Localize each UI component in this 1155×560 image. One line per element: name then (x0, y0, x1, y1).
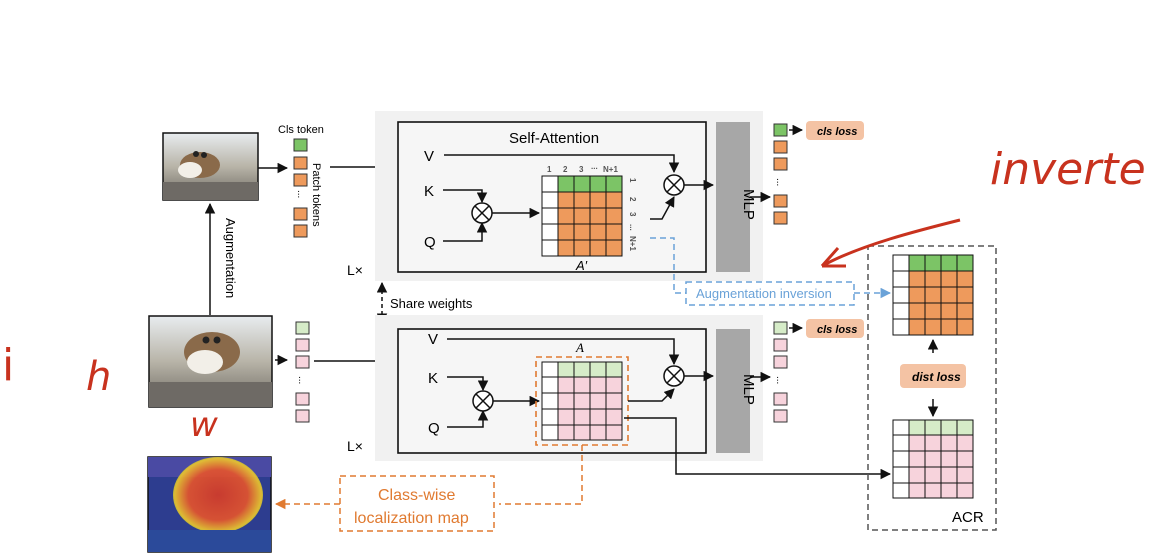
svg-text:...: ... (296, 376, 307, 384)
top-token-column: ... (293, 138, 308, 238)
patch-token (293, 173, 308, 187)
acr-module (867, 245, 997, 531)
bottom-v-label: V (428, 331, 438, 348)
self-attention-title: Self-Attention (509, 130, 599, 147)
handwritten-h: h (86, 354, 111, 400)
bottom-attention-matrix (541, 361, 623, 441)
top-matrix-label: A′ (575, 258, 588, 273)
bottom-output-tokens: ... (773, 321, 788, 423)
acr-label: ACR (952, 509, 984, 526)
handwritten-i: i (2, 340, 14, 391)
bottom-cls-loss-label: cls loss (817, 324, 857, 336)
bottom-cls-loss-badge (806, 319, 864, 338)
svg-text:...: ... (591, 162, 598, 171)
top-kq-multiply-icon (471, 202, 493, 224)
handwritten-invert: inverte (990, 144, 1146, 195)
svg-text:1: 1 (628, 178, 637, 183)
bottom-layer-count: L× (347, 438, 363, 454)
acr-top-matrix (892, 254, 974, 336)
top-v-label: V (424, 148, 434, 165)
cls-token-label: Cls token (278, 124, 324, 136)
patch-token (293, 224, 308, 238)
svg-text:1: 1 (547, 165, 552, 174)
localization-heatmap-image (147, 456, 272, 553)
bottom-av-multiply-icon (663, 365, 685, 387)
bottom-matrix-label: A (575, 340, 584, 355)
top-cat-image (162, 132, 259, 201)
top-mlp-label: MLP (740, 189, 757, 220)
augmentation-inversion-label: Augmentation inversion (696, 286, 832, 301)
top-k-label: K (424, 183, 434, 200)
top-attention-matrix (541, 175, 623, 257)
dist-loss-label: dist loss (912, 370, 961, 384)
bottom-mlp-block (716, 329, 750, 453)
top-cls-loss-label: cls loss (817, 126, 857, 138)
top-output-tokens: ... (773, 123, 788, 225)
localization-label-line1: Class-wise (378, 487, 455, 504)
top-q-label: Q (424, 234, 436, 251)
augmentation-label: Augmentation (223, 218, 238, 298)
svg-text:...: ... (774, 376, 785, 384)
acr-bottom-matrix (892, 419, 974, 499)
top-av-multiply-icon (663, 174, 685, 196)
top-cls-loss-badge (806, 121, 864, 140)
share-weights-label: Share weights (390, 296, 473, 311)
patch-token (293, 207, 308, 221)
bottom-kq-multiply-icon (472, 390, 494, 412)
augmentation-inversion-box (685, 281, 855, 306)
svg-text:N+1: N+1 (603, 165, 618, 174)
localization-map-box (339, 475, 495, 532)
top-matrix-row-labels: 1 2 3 ... N+1 (628, 178, 637, 251)
top-layer-count: L× (347, 262, 363, 278)
bottom-cat-image (148, 315, 273, 408)
svg-text:...: ... (774, 178, 785, 186)
bottom-k-label: K (428, 370, 438, 387)
dist-loss-badge (900, 364, 966, 388)
handwritten-w: w (190, 405, 218, 445)
cls-token (293, 138, 308, 152)
patch-token (293, 156, 308, 170)
token-ellipsis: ... (295, 190, 306, 198)
bottom-token-column: ... (295, 321, 310, 423)
top-matrix-col-labels: 1 2 3 ... N+1 (547, 162, 618, 174)
svg-text:2: 2 (628, 197, 637, 202)
top-mlp-block (716, 122, 750, 272)
localization-label-line2: localization map (354, 510, 469, 527)
bottom-mlp-label: MLP (740, 374, 757, 405)
svg-text:N+1: N+1 (628, 236, 637, 251)
svg-text:3: 3 (628, 212, 637, 217)
svg-text:2: 2 (563, 165, 568, 174)
bottom-q-label: Q (428, 420, 440, 437)
svg-text:3: 3 (579, 165, 584, 174)
patch-tokens-label: Patch tokens (310, 163, 322, 227)
handwritten-annotations: inverte i h w (2, 144, 1146, 445)
svg-text:...: ... (628, 224, 637, 231)
